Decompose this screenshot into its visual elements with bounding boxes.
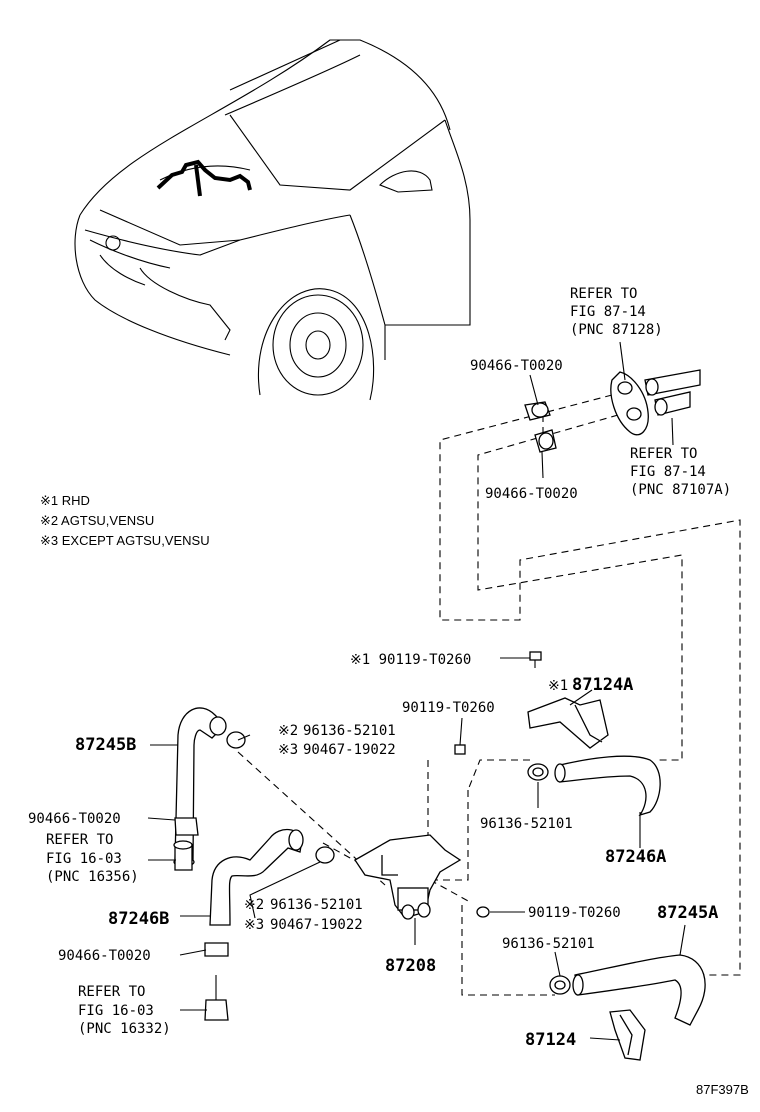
- routing-lines: [237, 394, 741, 996]
- label-87124A: 87124A: [572, 675, 633, 695]
- bracket-87124: [609, 1009, 646, 1061]
- figure-code: 87F397B: [696, 1082, 749, 1097]
- ref-87128-line3: (PNC 87128): [570, 322, 663, 338]
- ref-16356-line1: REFER TO: [46, 832, 113, 848]
- note-2: ※2 AGTSU,VENSU: [40, 513, 154, 528]
- pipe-16356: [173, 840, 193, 871]
- label-90466-T0020-c: 90466-T0020: [28, 811, 121, 827]
- mark-87124A: ※1: [548, 678, 568, 694]
- label-90466-T0020-d: 90466-T0020: [58, 948, 151, 964]
- note-3: ※3 EXCEPT AGTSU,VENSU: [40, 533, 210, 548]
- hose-87246A: [554, 755, 661, 817]
- ref-87128-line2: FIG 87-14: [570, 304, 646, 320]
- ref-87107A-line1: REFER TO: [630, 446, 697, 462]
- label-87245A: 87245A: [657, 903, 718, 923]
- bracket-87124A: [527, 697, 609, 749]
- ref-16332-line2: FIG 16-03: [78, 1003, 154, 1019]
- clamp-87246B: [315, 846, 335, 864]
- label-90119-T0260-c: 90119-T0260: [528, 905, 621, 921]
- ref-87107A-line3: (PNC 87107A): [630, 482, 731, 498]
- ref-87128-line1: REFER TO: [570, 286, 637, 302]
- label-90467-19022-a: 90467-19022: [303, 742, 396, 758]
- pipe-16332: [204, 975, 229, 1021]
- label-96136-52101-a: 96136-52101: [303, 723, 396, 739]
- vehicle-illustration: [74, 39, 471, 401]
- label-90119-T0260-a: ※1 90119-T0260: [350, 652, 471, 668]
- ref-16332-line3: (PNC 16332): [78, 1021, 171, 1037]
- label-87245B: 87245B: [75, 735, 136, 755]
- label-90119-T0260-b: 90119-T0260: [402, 700, 495, 716]
- label-90466-T0020-b: 90466-T0020: [485, 486, 578, 502]
- note-1: ※1 RHD: [40, 493, 90, 508]
- label-96136-52101-c: 96136-52101: [270, 897, 363, 913]
- leader-lines: [147, 341, 686, 1041]
- ref-16356-line3: (PNC 16356): [46, 869, 139, 885]
- clamp-mid-right: [527, 763, 549, 781]
- hose-87246B: [209, 828, 304, 926]
- clamp-left-2: [204, 942, 229, 957]
- mark3-a: ※3: [278, 742, 298, 758]
- ref-16356-line2: FIG 16-03: [46, 851, 122, 867]
- bolt-c: [476, 906, 490, 918]
- clamp-top-2: [534, 429, 557, 453]
- ref-87107A-line2: FIG 87-14: [630, 464, 706, 480]
- label-87246A: 87246A: [605, 847, 666, 867]
- mark2-a: ※2: [278, 723, 298, 739]
- label-96136-52101-b: 96136-52101: [480, 816, 573, 832]
- label-87208: 87208: [385, 956, 436, 976]
- bolt-a: [529, 651, 542, 668]
- label-96136-52101-d: 96136-52101: [502, 936, 595, 952]
- clamp-left-1: [174, 817, 199, 836]
- bolt-b: [454, 744, 466, 755]
- label-87124: 87124: [525, 1030, 576, 1050]
- mark2-b: ※2: [244, 897, 264, 913]
- clamp-lower: [549, 975, 571, 995]
- heater-hose-highlight: [156, 159, 252, 191]
- clamp-87245B: [226, 731, 246, 749]
- hose-87245A: [572, 954, 706, 1026]
- label-90466-T0020-a: 90466-T0020: [470, 358, 563, 374]
- mark3-b: ※3: [244, 917, 264, 933]
- label-90467-19022-b: 90467-19022: [270, 917, 363, 933]
- valve-87208: [354, 834, 462, 920]
- heater-valve-flange: [610, 369, 701, 436]
- ref-16332-line1: REFER TO: [78, 984, 145, 1000]
- label-87246B: 87246B: [108, 909, 169, 929]
- clamp-top-1: [524, 401, 551, 421]
